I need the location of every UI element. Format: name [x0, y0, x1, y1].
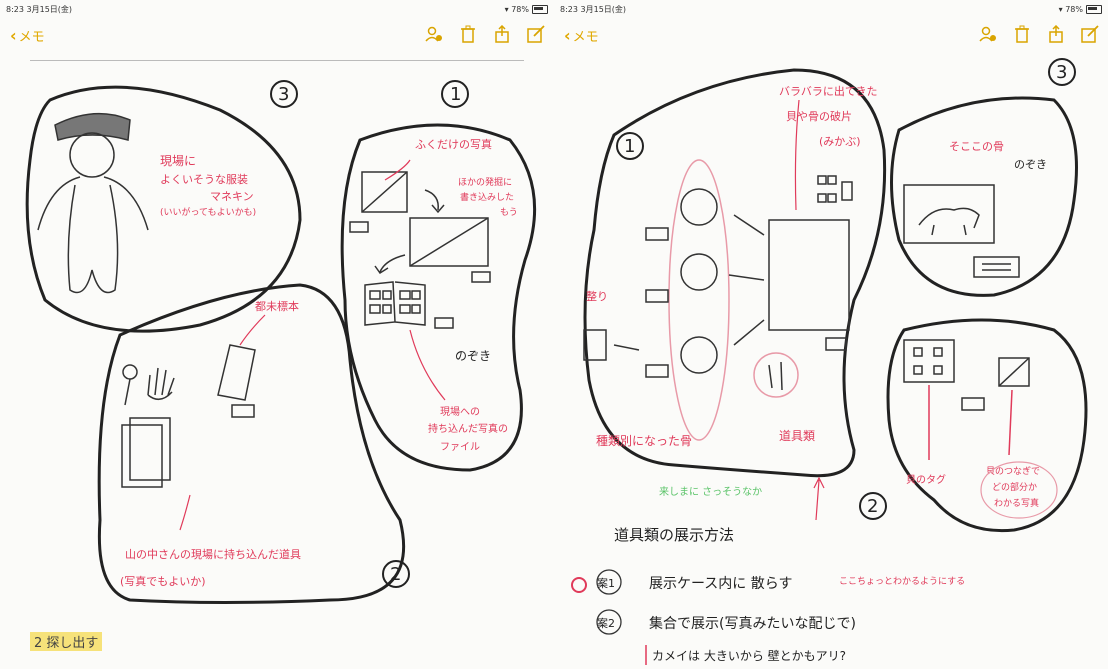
area1-number: 1 — [624, 136, 635, 157]
area3-note-3: マネキン — [210, 190, 254, 203]
area3-outline — [25, 85, 302, 333]
tag-sketch — [903, 339, 1030, 460]
question-note: カメイは 大きいから 壁とかもアリ? — [652, 648, 846, 663]
area1-top-note: ふくだけの写真 — [415, 137, 492, 151]
nav-bar: ‹メモ — [554, 22, 1108, 50]
collaborate-button[interactable] — [424, 24, 444, 44]
display-method-title: 道具類の展示方法 — [614, 526, 734, 544]
delete-button[interactable] — [1012, 24, 1032, 44]
area1-bottom-right: 道具類 — [779, 429, 815, 443]
area1-nozoki: のぞき — [455, 349, 491, 363]
area3-note-1: 現場に — [160, 154, 196, 168]
back-button[interactable]: ‹メモ — [564, 26, 599, 45]
area3-number: 3 — [278, 84, 289, 105]
area3-note-4: (いいがってもよいかも) — [160, 206, 256, 218]
option2-badge: 案2 — [597, 616, 615, 630]
left-note-pane: 8:23 3月15日(金) ▾ 78% ‹メモ — [0, 0, 555, 669]
area2-outline — [97, 283, 406, 604]
area3-outline — [890, 96, 1078, 297]
delete-button[interactable] — [458, 24, 478, 44]
area2-outline — [886, 318, 1088, 533]
highlight-text: 2 探し出す — [30, 632, 103, 651]
skull-photo-sketch — [903, 184, 1020, 278]
area2-note2-2: どの部分か — [992, 481, 1037, 493]
option1-text: 展示ケース内に 散らす — [649, 576, 792, 592]
share-icon — [1049, 25, 1063, 43]
nav-bar: ‹メモ — [0, 22, 554, 50]
area3-note: そここの骨 — [949, 140, 1004, 153]
area3-nozoki: のぞき — [1014, 158, 1047, 171]
area1-side-note-1: ほかの発掘に — [458, 176, 512, 188]
area1-label-tool: 整り — [586, 289, 608, 303]
battery-icon — [532, 4, 548, 14]
area2-note2-1: 貝のつなぎで — [986, 465, 1040, 477]
green-note: 来しまに さっそうなか — [659, 486, 762, 498]
compose-button[interactable] — [1080, 24, 1100, 44]
area2-bottom-note-2: (写真でもよいか) — [120, 574, 206, 588]
battery-icon — [1086, 4, 1102, 14]
area2-note1: 貝のタグ — [906, 473, 946, 486]
area1-side-note-3: もう — [500, 207, 518, 218]
area2-top-note: 都未標本 — [255, 299, 299, 313]
trash-icon — [1015, 25, 1029, 43]
wifi-icon: ▾ — [504, 4, 509, 14]
collaborate-button[interactable] — [978, 24, 998, 44]
display-case-sketch — [583, 159, 853, 441]
right-sketch-canvas[interactable]: 1 バラバラに出てきた 貝や骨の破片 (みかぶ) 整り — [554, 0, 1108, 669]
wifi-icon: ▾ — [1058, 4, 1063, 14]
share-icon — [495, 25, 509, 43]
compose-icon — [527, 25, 545, 43]
divider — [30, 60, 524, 61]
area2-note2-3: わかる写真 — [994, 497, 1039, 509]
option2-text: 集合で展示(写真みたいな配じで) — [649, 615, 856, 632]
area2-bottom-note-1: 山の中さんの現場に持ち込んだ道具 — [125, 547, 301, 561]
area1-bottom-note-3: ファイル — [440, 442, 480, 453]
area1-outline — [340, 123, 537, 472]
person-add-icon — [979, 26, 996, 42]
area1-bottom-note-1: 現場への — [440, 405, 480, 418]
chevron-left-icon: ‹ — [564, 26, 571, 45]
status-bar: 8:23 3月15日(金) ▾ 78% — [560, 2, 1102, 16]
area3-note-2: よくいそうな服装 — [160, 173, 248, 186]
status-bar: 8:23 3月15日(金) ▾ 78% — [6, 2, 548, 16]
area1-bottom-left: 種類別になった骨 — [596, 434, 692, 448]
area1-top-note-3: (みかぶ) — [819, 135, 861, 148]
area2-number: 2 — [867, 496, 878, 517]
area1-outline — [583, 68, 887, 478]
option1-side: ここちょっとわかるようにする — [839, 576, 965, 587]
option1-badge: 案1 — [597, 576, 615, 590]
area2-number: 2 — [390, 564, 401, 585]
mannequin-sketch — [37, 112, 149, 294]
right-note-pane: 8:23 3月15日(金) ▾ 78% ‹メモ — [554, 0, 1108, 669]
area1-side-note-2: 書き込みした — [460, 191, 514, 203]
area1-number: 1 — [450, 84, 461, 105]
compose-icon — [1081, 25, 1099, 43]
photo-sketches — [349, 171, 491, 329]
compose-button[interactable] — [526, 24, 546, 44]
trash-icon — [461, 25, 475, 43]
person-add-icon — [425, 26, 442, 42]
area3-number: 3 — [1056, 62, 1067, 83]
area1-bottom-note-2: 持ち込んだ写真の — [428, 422, 508, 435]
share-button[interactable] — [1046, 24, 1066, 44]
share-button[interactable] — [492, 24, 512, 44]
chevron-left-icon: ‹ — [10, 26, 17, 45]
back-button[interactable]: ‹メモ — [10, 26, 45, 45]
left-sketch-canvas[interactable]: 3 現場に よくいそうな服装 マネキン (いいがってもよいかも) 1 — [0, 0, 554, 669]
area1-top-note-1: バラバラに出てきた — [779, 84, 878, 98]
tool-sketches — [121, 344, 256, 488]
area1-top-note-2: 貝や骨の破片 — [786, 109, 852, 123]
